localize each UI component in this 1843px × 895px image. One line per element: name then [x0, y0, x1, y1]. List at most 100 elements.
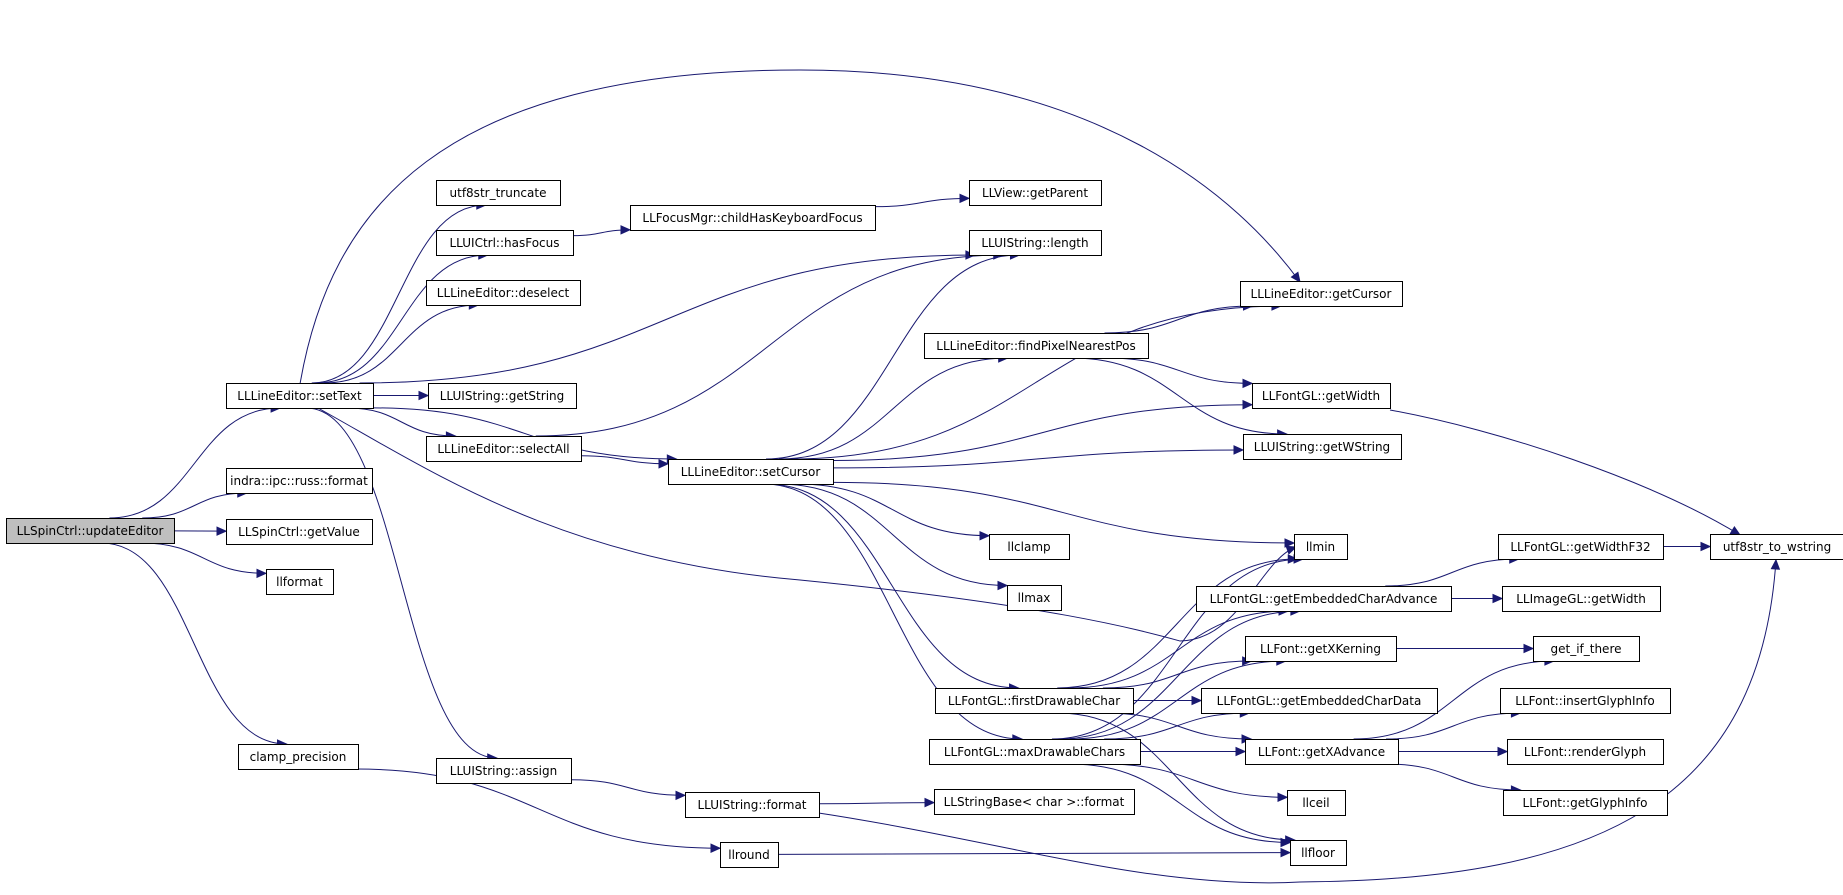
node-uiFormat[interactable]: LLUIString::format [685, 792, 820, 818]
node-firstDrawableChar[interactable]: LLFontGL::firstDrawableChar [935, 688, 1134, 714]
node-utf8strTruncate[interactable]: utf8str_truncate [436, 180, 561, 206]
node-label: LLFontGL::getWidth [1262, 389, 1380, 403]
edge-firstDrawableChar-to-getEmbeddedCharAdvance [1069, 610, 1289, 689]
node-getString[interactable]: LLUIString::getString [428, 383, 577, 409]
node-llmin[interactable]: llmin [1294, 534, 1348, 560]
node-box [668, 459, 834, 485]
node-llformat[interactable]: llformat [266, 569, 334, 595]
edge-findPixelNearestPos-to-getCursor [1104, 305, 1253, 334]
arrowhead-assign-to-uiFormat [675, 790, 687, 801]
node-fontGetWidth[interactable]: LLFontGL::getWidth [1252, 383, 1391, 409]
node-label: utf8str_to_wstring [1723, 540, 1831, 554]
node-getValue[interactable]: LLSpinCtrl::getValue [226, 519, 373, 545]
node-box [1502, 586, 1661, 612]
node-setCursor[interactable]: LLLineEditor::setCursor [668, 459, 834, 485]
node-assign[interactable]: LLUIString::assign [436, 758, 572, 784]
node-box [969, 180, 1102, 206]
node-label: LLView::getParent [982, 186, 1088, 200]
node-label: LLLineEditor::selectAll [437, 442, 569, 456]
node-label: LLUIString::getString [440, 389, 565, 403]
node-label: llfloor [1301, 846, 1335, 860]
edge-updateEditor-to-clampPrecision [101, 542, 287, 745]
node-renderGlyph[interactable]: LLFont::renderGlyph [1507, 739, 1664, 765]
edge-selectAll-to-length [535, 254, 1003, 437]
node-hasFocus[interactable]: LLUICtrl::hasFocus [436, 230, 574, 256]
node-getCursor[interactable]: LLLineEditor::getCursor [1240, 281, 1403, 307]
arrowhead-setText-to-getCursor [1290, 271, 1301, 283]
edge-maxDrawableChars-to-llfloor [1069, 763, 1291, 844]
node-insertGlyphInfo[interactable]: LLFont::insertGlyphInfo [1500, 688, 1671, 714]
node-box [1252, 383, 1391, 409]
node-llmax[interactable]: llmax [1007, 585, 1062, 611]
edge-setCursor-to-llmax [778, 483, 1008, 586]
arrowhead-getXAdvance-to-renderGlyph [1497, 746, 1509, 757]
edge-setCursor-to-getCursor [790, 305, 1281, 460]
node-box [924, 333, 1149, 359]
node-selectAll[interactable]: LLLineEditor::selectAll [426, 436, 582, 462]
node-getXKerning[interactable]: LLFont::getXKerning [1245, 636, 1397, 662]
node-childHasKeyboardFocus[interactable]: LLFocusMgr::childHasKeyboardFocus [630, 205, 876, 231]
node-llclamp[interactable]: llclamp [989, 534, 1070, 560]
node-getGlyphInfo[interactable]: LLFont::getGlyphInfo [1503, 790, 1668, 816]
node-llceil[interactable]: llceil [1287, 790, 1346, 816]
node-label: llmin [1306, 540, 1335, 554]
node-maxDrawableChars[interactable]: LLFontGL::maxDrawableChars [929, 739, 1141, 765]
edge-setCursor-to-fontGetWidth [832, 404, 1253, 462]
node-getWidthF32[interactable]: LLFontGL::getWidthF32 [1498, 534, 1664, 560]
arrowhead-maxDrawableChars-to-llceil [1277, 792, 1289, 803]
node-utf8strToWstring[interactable]: utf8str_to_wstring [1710, 534, 1843, 560]
node-label: LLFont::insertGlyphInfo [1515, 694, 1654, 708]
edge-assign-to-uiFormat [570, 779, 686, 796]
arrowhead-getWidthF32-to-utf8strToWstring [1700, 541, 1712, 552]
node-box [1245, 636, 1397, 662]
node-box [226, 519, 373, 545]
edge-updateEditor-to-russFormat [142, 492, 247, 519]
node-getXAdvance[interactable]: LLFont::getXAdvance [1245, 739, 1399, 765]
node-label: LLLineEditor::setText [237, 389, 362, 403]
node-box [1245, 739, 1399, 765]
arrowhead-fontGetWidth-to-utf8strToWstring [1729, 525, 1742, 536]
arrowhead-selectAll-to-setCursor [658, 459, 670, 469]
edge-getXAdvance-to-insertGlyphInfo [1386, 712, 1521, 740]
node-setText[interactable]: LLLineEditor::setText [226, 383, 374, 409]
node-label: llclamp [1007, 540, 1050, 554]
edge-setCursor-to-getWString [832, 449, 1244, 469]
edge-firstDrawableChar-to-llmin [1057, 558, 1298, 689]
node-getParent[interactable]: LLView::getParent [969, 180, 1102, 206]
node-stringBaseFormat[interactable]: LLStringBase< char >::format [934, 789, 1135, 815]
node-label: LLFontGL::getEmbeddedCharData [1217, 694, 1422, 708]
node-getEmbeddedCharAdvance[interactable]: LLFontGL::getEmbeddedCharAdvance [1196, 586, 1452, 612]
edge-findPixelNearestPos-to-fontGetWidth [1107, 357, 1253, 384]
node-box [226, 383, 374, 409]
node-box [426, 436, 582, 462]
node-llfloor[interactable]: llfloor [1290, 840, 1347, 866]
node-clampPrecision[interactable]: clamp_precision [238, 744, 359, 770]
node-getWString[interactable]: LLUIString::getWString [1243, 434, 1402, 460]
node-findPixelNearestPos[interactable]: LLLineEditor::findPixelNearestPos [924, 333, 1149, 359]
node-imageGetWidth[interactable]: LLImageGL::getWidth [1502, 586, 1661, 612]
edge-setCursor-to-llclamp [796, 483, 990, 537]
edge-firstDrawableChar-to-getXKerning [1102, 660, 1252, 689]
arrowhead-maxDrawableChars-to-getXAdvance [1235, 746, 1247, 757]
edge-maxDrawableChars-to-getEmbeddedCharData [1104, 712, 1250, 740]
node-box [226, 468, 373, 494]
node-deselect[interactable]: LLLineEditor::deselect [426, 280, 581, 306]
edge-setCursor-to-firstDrawableChar [765, 483, 1019, 689]
node-box [1503, 790, 1668, 816]
node-updateEditor[interactable]: LLSpinCtrl::updateEditor [6, 518, 175, 544]
node-box [935, 688, 1134, 714]
edge-maxDrawableChars-to-getXKerning [1069, 660, 1286, 740]
node-length[interactable]: LLUIString::length [969, 230, 1102, 256]
node-box [1710, 534, 1843, 560]
node-getIfThere[interactable]: get_if_there [1533, 636, 1640, 662]
edge-maxDrawableChars-to-llceil [1103, 763, 1288, 798]
node-llround[interactable]: llround [720, 842, 779, 868]
node-russFormat[interactable]: indra::ipc::russ::format [226, 468, 373, 494]
edge-setText-to-setCursor [372, 407, 677, 460]
arrowhead-hasFocus-to-childHasKeyboardFocus [620, 225, 632, 235]
node-getEmbeddedCharData[interactable]: LLFontGL::getEmbeddedCharData [1201, 688, 1438, 714]
node-label: LLFontGL::getEmbeddedCharAdvance [1210, 592, 1438, 606]
node-label: indra::ipc::russ::format [230, 474, 368, 488]
arrowhead-setCursor-to-getWString [1233, 445, 1245, 455]
arrowhead-clampPrecision-to-llround [710, 843, 722, 853]
